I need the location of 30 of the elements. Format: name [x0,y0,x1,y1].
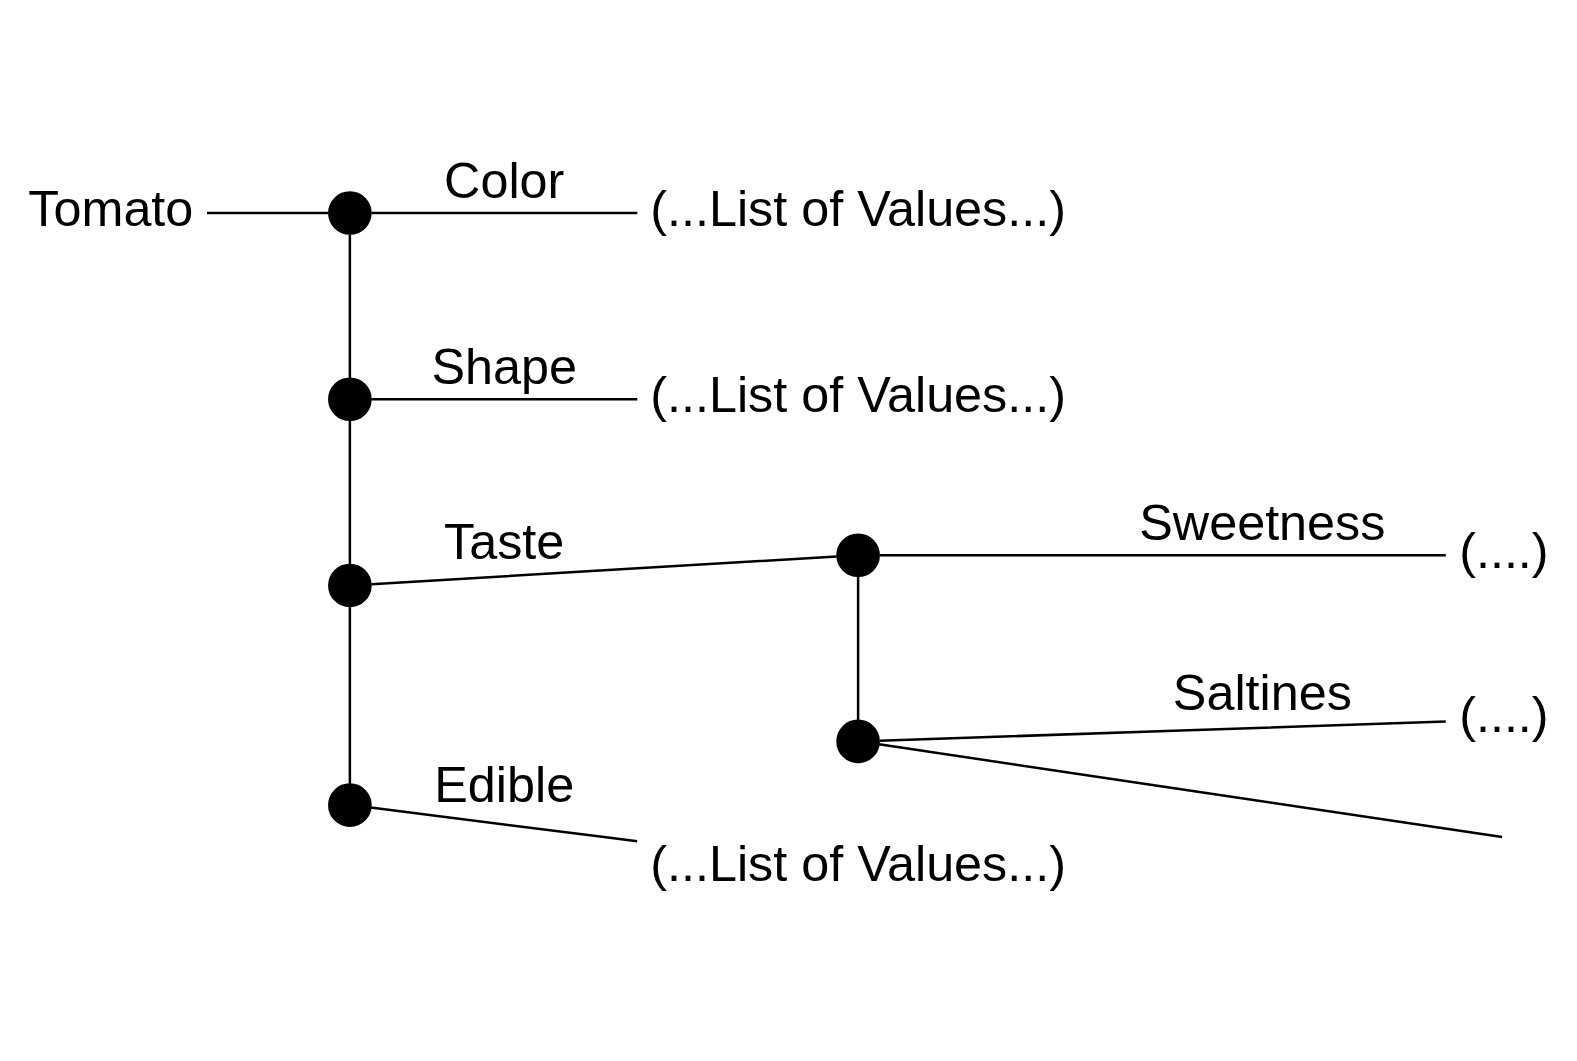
connector [371,211,638,215]
connector [348,234,352,379]
node-circle [328,377,372,422]
edge-label: Sweetness [1139,494,1386,552]
edge-label: Saltines [1172,663,1352,721]
node-circle [836,719,880,764]
connector [348,607,352,785]
edge-label: Taste [444,512,565,570]
node-circle [328,563,372,608]
node-text: (...List of Values...) [650,365,1066,423]
connector [878,743,1503,839]
connector [371,555,837,586]
connector [879,554,1446,557]
connector [856,576,860,721]
connector [370,806,638,843]
connector [207,211,329,215]
node-circle [328,191,372,235]
node-text: Tomato [28,179,194,237]
node-text: (....) [1459,521,1549,579]
node-text: (....) [1459,686,1549,744]
connector [348,420,352,565]
edge-label: Shape [431,338,577,396]
edge-label: Color [444,151,565,209]
node-text: (...List of Values...) [650,835,1066,893]
node-text: (...List of Values...) [650,179,1066,237]
node-circle [328,783,372,827]
edge-label: Edible [434,755,575,813]
connector [879,720,1446,742]
connector [371,398,638,401]
node-circle [836,533,880,578]
